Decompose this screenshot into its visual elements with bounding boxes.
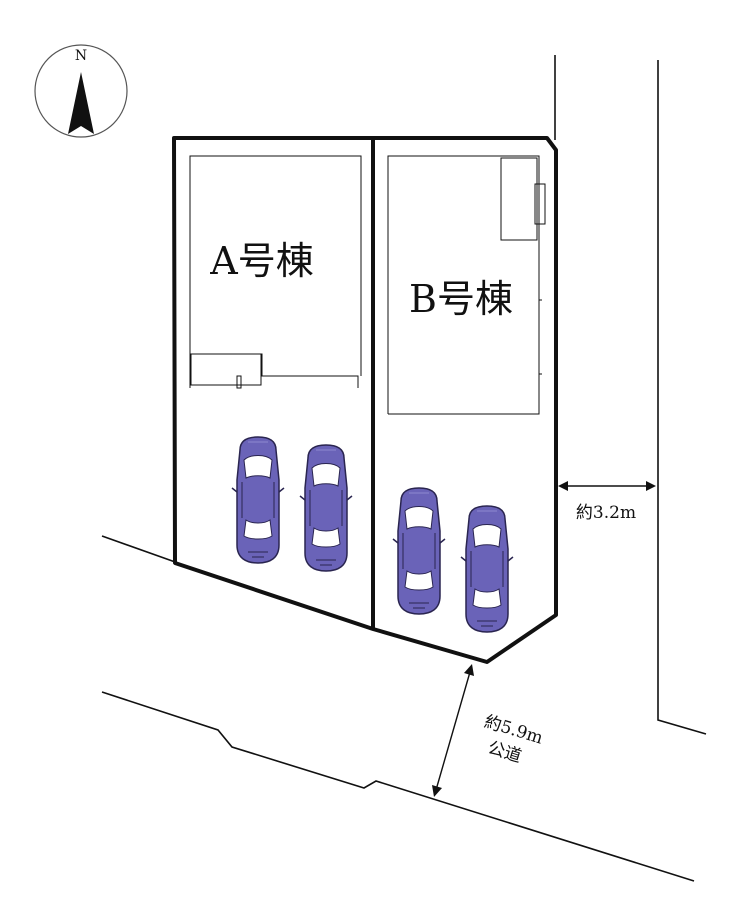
dimension-front-road [432, 664, 474, 797]
house-a-step [236, 375, 242, 389]
house-b [387, 155, 546, 415]
house-a-outline [189, 155, 362, 388]
car-b-1 [392, 487, 446, 615]
north-arrow-icon [68, 72, 94, 134]
side-road-width-label: 約3.2m [576, 503, 636, 523]
front-road-north-edge-west [101, 535, 179, 564]
front-road-labels: 約5.9m 公道 [482, 712, 545, 767]
arrow-down-icon [432, 785, 442, 797]
front-road-south-edge [101, 691, 695, 882]
front-road-type-label: 公道 [485, 738, 523, 767]
house-b-outline [387, 155, 540, 415]
site-outline [172, 136, 558, 664]
compass: N [34, 44, 128, 138]
arrow-right-icon [646, 481, 656, 491]
lot-a-label: A号棟 [209, 239, 313, 283]
arrow-up-icon [464, 664, 474, 676]
arrow-left-icon [558, 481, 568, 491]
lot-boundaries [172, 136, 558, 664]
car-a-2 [299, 444, 353, 572]
compass-north-label: N [75, 48, 87, 64]
house-b-annex [500, 157, 538, 241]
house-b-bay [534, 183, 546, 225]
front-road-dimension-line [435, 671, 471, 791]
house-a-porch-line [191, 353, 359, 388]
car-a-1 [231, 436, 285, 564]
roads [101, 55, 707, 882]
car-b-2 [460, 505, 514, 633]
house-a-porch [190, 353, 262, 386]
side-road-east-edge [657, 60, 707, 735]
dimension-side-road [558, 481, 656, 491]
lot-b-label: B号棟 [409, 277, 513, 321]
house-a [189, 155, 362, 389]
